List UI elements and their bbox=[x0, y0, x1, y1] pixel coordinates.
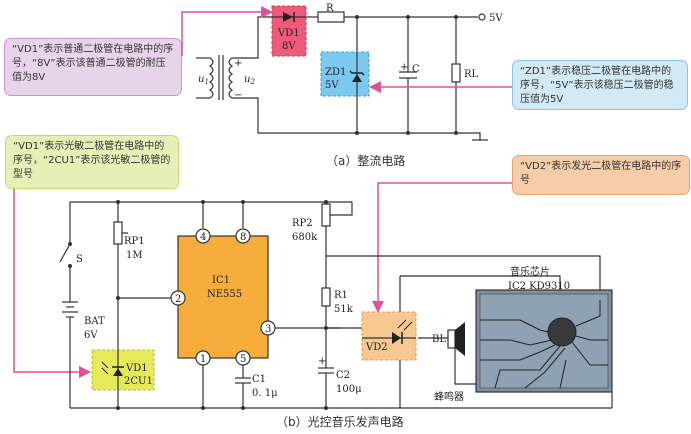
bat-label: BAT bbox=[84, 316, 105, 327]
music-chip-title: 音乐芯片 bbox=[510, 265, 550, 278]
c2-plus: + bbox=[318, 356, 326, 367]
bat-value: 6V bbox=[84, 330, 98, 341]
ic1-pin-8 bbox=[235, 228, 251, 244]
rp1-label: RP1 bbox=[124, 236, 145, 247]
c-label: C bbox=[412, 64, 420, 75]
pin-1-label: 1 bbox=[200, 354, 206, 365]
pin-5-label: 5 bbox=[240, 354, 246, 365]
pin-4-label: 4 bbox=[200, 232, 206, 243]
caption-a: （a）整流电路 bbox=[326, 154, 406, 168]
u1-label: u1 bbox=[198, 74, 209, 86]
buzzer-label: 蜂鸣器 bbox=[434, 390, 464, 403]
c-plus: + bbox=[400, 62, 408, 73]
speaker-icon bbox=[447, 329, 456, 349]
u2-label: u2 bbox=[244, 74, 255, 86]
pin-3-label: 3 bbox=[265, 324, 271, 335]
rp2-label: RP2 bbox=[292, 218, 313, 229]
led-symbol-icon bbox=[392, 332, 401, 344]
ic1-value: NE555 bbox=[207, 289, 242, 300]
vd1-label: VD1 bbox=[277, 28, 300, 39]
r-label: R bbox=[326, 3, 334, 14]
output-voltage-label: 5V bbox=[489, 13, 503, 24]
ic1-pin-5 bbox=[235, 350, 251, 366]
zd1-zener-box bbox=[320, 51, 370, 97]
transformer-secondary bbox=[228, 57, 234, 99]
callout-vd1-photodiode: “VD1”表示光敏二极管在电路中的序号，“2CU1”表示该光敏二极管的型号 bbox=[5, 135, 179, 189]
music-circuit bbox=[59, 201, 613, 409]
caption-b: （b）光控音乐发声电路 bbox=[276, 415, 404, 429]
switch-label: S bbox=[76, 254, 83, 265]
c1-label: C1 bbox=[252, 374, 266, 385]
rp2-value: 680k bbox=[292, 232, 318, 243]
ic1-ne555-chip bbox=[177, 235, 269, 359]
ic1-label: IC1 bbox=[212, 275, 230, 286]
rl-label: RL bbox=[464, 69, 479, 80]
callout-vd2-led: “VD2”表示发光二极管在电路中的序号 bbox=[512, 155, 690, 195]
zd1-label: ZD1 bbox=[325, 67, 346, 78]
r1-label: R1 bbox=[334, 290, 348, 301]
bl-label: BL bbox=[432, 334, 446, 345]
transformer-primary bbox=[208, 57, 214, 99]
vd1-photodiode-box bbox=[91, 349, 155, 391]
ic2-label: IC2 KD9310 bbox=[508, 281, 570, 292]
vd1-value: 8V bbox=[282, 41, 296, 52]
pointer-photodiode bbox=[13, 189, 91, 378]
pin-2-label: 2 bbox=[175, 294, 181, 305]
pointer-vd1-rectifier bbox=[181, 6, 273, 56]
callout-zd1-zener-diode: “ZD1”表示稳压二极管在电路中的序号，“5V”表示该稳压二极管的稳压值为5V bbox=[512, 60, 688, 110]
rp1-value: 1M bbox=[126, 250, 143, 261]
diode-symbol-icon bbox=[283, 12, 293, 22]
r1-value: 51k bbox=[334, 304, 354, 315]
u2-plus: + bbox=[234, 58, 242, 69]
photodiode-label: VD1 bbox=[125, 363, 148, 374]
c1-value: 0. 1μ bbox=[252, 388, 278, 399]
pointer-vd2 bbox=[372, 182, 512, 313]
ic1-pin-1 bbox=[195, 350, 211, 366]
ic1-pin-4 bbox=[195, 228, 211, 244]
zener-symbol-icon bbox=[352, 74, 362, 82]
c2-value: 100μ bbox=[336, 384, 362, 395]
ic1-pin-2 bbox=[170, 290, 186, 306]
vd1-rectifier-box bbox=[271, 5, 307, 57]
photodiode-value: 2CU1 bbox=[124, 376, 153, 387]
photodiode-symbol-icon bbox=[113, 368, 123, 376]
vd2-led-box bbox=[361, 311, 417, 361]
c2-label: C2 bbox=[336, 370, 350, 381]
led-label: VD2 bbox=[365, 342, 388, 353]
zd1-value: 5V bbox=[325, 80, 339, 91]
rectifier-circuit bbox=[196, 11, 488, 141]
pin-8-label: 8 bbox=[240, 232, 246, 243]
chip-blob-icon bbox=[547, 317, 577, 347]
u2-minus: − bbox=[234, 90, 242, 101]
ic1-pin-3 bbox=[260, 320, 276, 336]
callout-vd1-rectifier-diode: “VD1”表示普通二极管在电路中的序号，“8V”表示该普通二极管的耐压值为8V bbox=[4, 38, 182, 96]
